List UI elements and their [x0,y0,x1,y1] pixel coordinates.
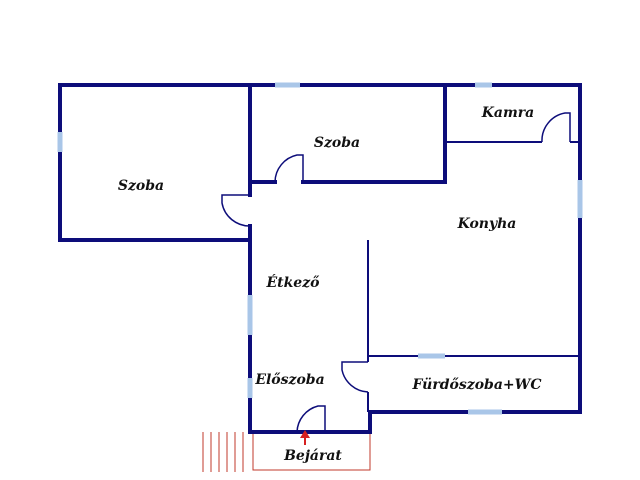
door-szoba-mid [274,154,304,183]
windows [57,82,583,415]
entrance-markings [202,430,371,472]
label-szoba-mid: Szoba [314,135,360,151]
label-bejarat: Bejárat [283,448,342,464]
door-szoba-left [221,194,251,227]
label-konyha: Konyha [457,216,517,232]
door-kamra [541,112,571,143]
room-labels: Szoba Szoba Kamra Konyha Étkező Előszoba… [118,105,542,464]
label-szoba-left: Szoba [118,178,164,194]
entrance-arrow-icon [300,430,310,438]
door-entrance [296,405,326,433]
entrance-frame [252,434,371,471]
label-etkezo: Étkező [265,273,320,291]
label-eloszoba: Előszoba [254,372,324,388]
label-kamra: Kamra [481,105,535,121]
doors [221,112,571,433]
label-furdoszoba: Fürdőszoba+WC [411,377,541,393]
interior-walls [248,83,580,412]
door-bathroom [341,361,369,393]
